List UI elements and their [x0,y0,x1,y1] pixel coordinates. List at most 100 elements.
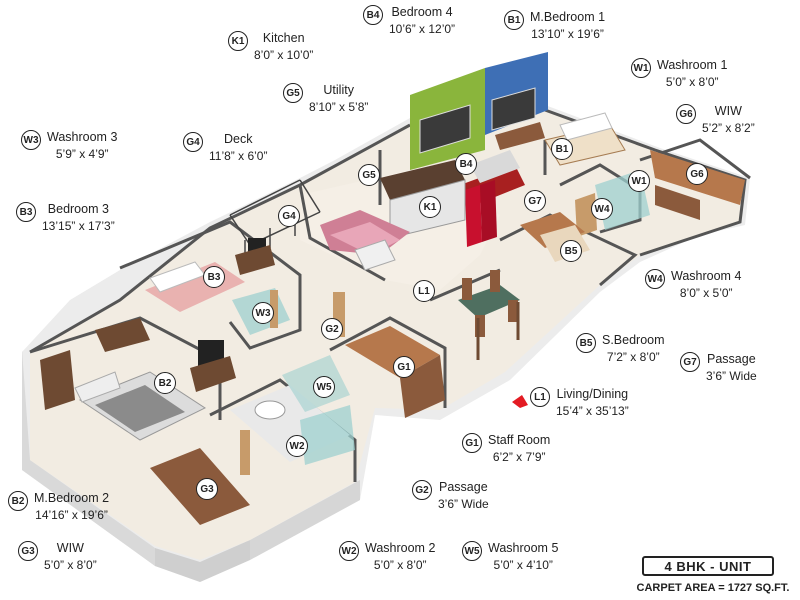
plan-badge-b2: B2 [154,372,176,394]
room-dimensions: 6’2” x 7’9” [492,450,546,464]
legend-badge: G2 [412,480,432,500]
room-dimensions: 8’10” x 5’8” [309,100,369,114]
room-name: Bedroom 3 [47,202,109,216]
plan-badge-w5: W5 [313,376,335,398]
room-dimensions: 11’8” x 6’0” [209,149,268,163]
room-name: Kitchen [262,31,305,45]
legend-badge: B1 [504,10,524,30]
room-dimensions: 3’6” Wide [706,369,757,383]
room-dimensions: 5’0” x 8’0” [44,558,97,572]
room-name: Staff Room [488,433,551,447]
legend-badge: B2 [8,491,28,511]
carpet-area-label: CARPET AREA = 1727 SQ.FT. [636,582,790,594]
legend-badge: L1 [530,387,550,407]
plan-badge-g5: G5 [358,164,380,186]
room-name: Passage [439,480,488,494]
legend-badge: G4 [183,132,203,152]
legend-g2: G2 Passage 3’6” Wide [412,479,489,513]
room-name: M.Bedroom 1 [530,10,606,24]
legend-w4: W4 Washroom 4 8’0” x 5’0” [645,268,741,302]
plan-badge-b3: B3 [203,266,225,288]
room-name: Washroom 4 [671,269,742,283]
legend-badge: K1 [228,31,248,51]
room-dimensions: 3’6” Wide [438,497,489,511]
room-name: Bedroom 4 [391,5,453,19]
plan-badge-w3: W3 [252,302,274,324]
room-name: Passage [707,352,756,366]
legend-badge: G7 [680,352,700,372]
g1-staff-room [345,326,445,418]
legend-b2: B2 M.Bedroom 2 14’16” x 19’6” [8,490,109,524]
plan-badge-g6: G6 [686,163,708,185]
legend-badge: G3 [18,541,38,561]
room-dimensions: 5’2” x 8’2” [702,121,755,135]
plan-badge-w1: W1 [628,170,650,192]
plan-badge-w2: W2 [286,435,308,457]
living-sofa [320,210,410,271]
legend-badge: G5 [283,83,303,103]
legend-badge: W4 [645,269,665,289]
room-dimensions: 8’0” x 5’0” [679,286,733,300]
room-dimensions: 7’2” x 8’0” [606,350,660,364]
legend-k1: K1 Kitchen 8’0” x 10’0” [228,30,313,64]
plan-badge-b5: B5 [560,240,582,262]
legend-badge: B3 [16,202,36,222]
legend-badge: B4 [363,5,383,25]
plan-badge-g7: G7 [524,190,546,212]
w2-washroom [230,385,355,475]
legend-w2: W2 Washroom 2 5’0” x 8’0” [339,540,435,574]
legend-g5: G5 Utility 8’10” x 5’8” [283,82,368,116]
room-name: Washroom 3 [47,130,118,144]
unit-type-box: 4 BHK - UNIT [642,556,774,576]
legend-badge: G1 [462,433,482,453]
plan-badge-b1: B1 [551,138,573,160]
legend-b1: B1 M.Bedroom 1 13’10” x 19’6” [504,9,605,43]
plan-badge-g4: G4 [278,205,300,227]
legend-b5: B5 S.Bedroom 7’2” x 8’0” [576,332,665,366]
room-name: Deck [224,132,253,146]
room-dimensions: 5’9” x 4’9” [55,147,109,161]
legend-g4: G4 Deck 11’8” x 6’0” [183,131,267,165]
legend-b3: B3 Bedroom 3 13’15” x 17’3” [16,201,115,235]
room-name: Washroom 2 [365,541,436,555]
room-name: S.Bedroom [602,333,665,347]
room-dimensions: 13’15” x 17’3” [42,219,115,233]
legend-badge: B5 [576,333,596,353]
legend-w3: W3 Washroom 3 5’9” x 4’9” [21,129,117,163]
entry-door-marker [512,395,528,408]
legend-g7: G7 Passage 3’6” Wide [680,351,757,385]
window-panels [419,87,536,154]
room-dimensions: 10’6” x 12’0” [389,22,456,36]
plan-badge-l1: L1 [413,280,435,302]
room-dimensions: 15’4” x 35’13” [556,404,629,418]
plan-badge-k1: K1 [419,196,441,218]
plan-badge-b4: B4 [455,153,477,175]
room-name: WIW [714,104,742,118]
room-name: M.Bedroom 2 [34,491,110,505]
room-dimensions: 8’0” x 10’0” [254,48,314,62]
dining-table [458,270,520,360]
room-dimensions: 5’0” x 8’0” [373,558,427,572]
legend-badge: W2 [339,541,359,561]
room-name: Washroom 1 [657,58,728,72]
legend-badge: W3 [21,130,41,150]
plan-badge-g2: G2 [321,318,343,340]
room-name: Living/Dining [556,387,629,401]
room-dimensions: 14’16” x 19’6” [35,508,108,522]
legend-b4: B4 Bedroom 4 10’6” x 12’0” [363,4,455,38]
legend-g1: G1 Staff Room 6’2” x 7’9” [462,432,550,466]
room-name: Utility [323,83,354,97]
room-dimensions: 5’0” x 4’10” [493,558,553,572]
legend-l1: L1 Living/Dining 15’4” x 35’13” [530,386,629,420]
legend-badge: G6 [676,104,696,124]
legend-badge: W1 [631,58,651,78]
legend-g6: G6 WIW 5’2” x 8’2” [676,103,755,137]
b4-furniture [460,150,525,247]
plan-badge-g1: G1 [393,356,415,378]
room-dimensions: 13’10” x 19’6” [531,27,604,41]
plan-badge-w4: W4 [591,198,613,220]
legend-badge: W5 [462,541,482,561]
